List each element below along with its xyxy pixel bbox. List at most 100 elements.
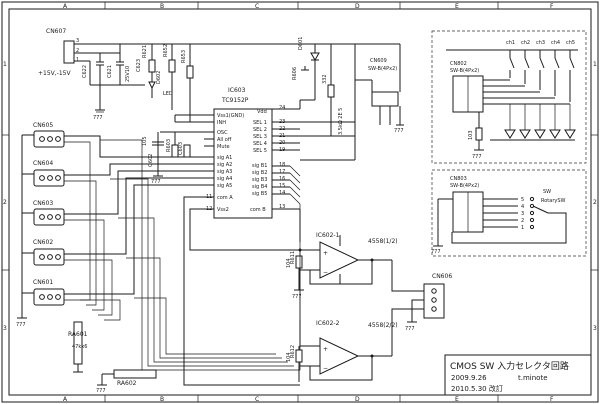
ic603-pin-l3: All off xyxy=(217,137,232,143)
r612-value: 104 xyxy=(286,352,292,362)
c622-label: C622 xyxy=(82,65,88,78)
r606-label: R606 xyxy=(292,67,298,80)
r611-label: R611 xyxy=(290,251,296,264)
title-block: CMOS SW 入力セレクタ回路 2009.9.26 t.minote 2010… xyxy=(444,354,592,396)
c105-label: 105 xyxy=(142,136,148,146)
r612-label: R612 xyxy=(290,345,296,358)
led-text: LED xyxy=(163,91,173,97)
ic603-pinnum-r8: 16 xyxy=(279,176,285,182)
ch-switches xyxy=(509,50,575,102)
grid-row-2: 2 xyxy=(3,199,7,206)
grid-top: A B C D E F xyxy=(63,2,554,10)
ic603-pin-r6: sig B1 xyxy=(252,163,267,169)
sw-board-1: CN802 SW-B(4Px2) ch1 ch2 ch3 ch4 ch5 xyxy=(431,30,587,164)
d601-label: D601 xyxy=(298,37,304,50)
ic603-pin-l8: sig A4 xyxy=(217,176,232,182)
r332-label: 332 xyxy=(322,74,328,84)
grid-col-f: F xyxy=(550,3,554,10)
r621-label: R621 xyxy=(142,45,148,58)
grid-col-f-bottom: F xyxy=(550,396,554,403)
ic603-pinnum-r10: 14 xyxy=(279,190,285,196)
ic603-outputs xyxy=(183,196,301,386)
ra602-body xyxy=(113,369,157,379)
grid-col-b: B xyxy=(160,3,164,10)
cn603: CN603 xyxy=(33,200,65,226)
ra601-label: RA601 xyxy=(68,331,88,338)
grid-col-b-bottom: B xyxy=(160,396,164,403)
rotary-sw-label: RotarySW xyxy=(541,198,566,204)
ic603-pinnum-r11: 13 xyxy=(279,204,285,210)
ic603-pin-l11: Vss2 xyxy=(217,207,229,213)
ic603-pin-l9: sig A5 xyxy=(217,183,232,189)
sw-board-1-outline xyxy=(431,30,587,164)
cn602-label: CN602 xyxy=(33,239,53,246)
rot-pos-5: 5 xyxy=(521,197,524,203)
ch2-label: ch2 xyxy=(521,40,530,46)
output-connector: CN606 777 xyxy=(391,260,452,356)
title-text: CMOS SW 入力セレクタ回路 xyxy=(450,360,569,372)
ic603-pin-r4: SEL 4 xyxy=(253,141,267,147)
ic603-pinnum-r0: 24 xyxy=(279,105,285,111)
opamp-2-triangle xyxy=(319,337,360,375)
ch1-label: ch1 xyxy=(506,40,515,46)
svg-text:2: 2 xyxy=(76,48,79,54)
ic603-pin-r5: SEL 5 xyxy=(253,148,267,154)
ic603-pin-r1: SEL 1 xyxy=(253,120,267,126)
ic603-pinnum-r7: 17 xyxy=(279,169,285,175)
ic603-pin-r8: sig B3 xyxy=(252,177,267,183)
cn604: CN604 xyxy=(33,160,65,187)
cn606-label: CN606 xyxy=(432,273,452,280)
ic603-part: TC9152P xyxy=(221,97,249,104)
cn602: CN602 xyxy=(33,239,65,266)
resistor-arrays: RA601 47kx6 RA602 777 xyxy=(68,321,157,394)
grid-col-a-bottom: A xyxy=(63,396,68,403)
gnd-inputs: 777 xyxy=(16,322,26,328)
r652-label: R652 xyxy=(163,44,169,57)
rotary-switch: 5 4 3 2 1 xyxy=(451,196,567,244)
c-value-label: 3.5kΩ 2E 5 xyxy=(338,108,344,135)
c621-label: C621 xyxy=(107,65,113,78)
ic603-pin-l5: sig A1 xyxy=(217,155,232,161)
r611-value: 104 xyxy=(286,258,292,268)
title-date: 2009.9.26 xyxy=(451,374,487,382)
osc-section: R603 C603 105 777 Q602 xyxy=(142,114,204,185)
ic603: IC603 TC9152P Vss1(GND) INH OSC All off … xyxy=(192,87,356,219)
ic603-pin-r9: sig B4 xyxy=(252,184,267,190)
q602-label: Q602 xyxy=(148,154,154,167)
svg-text:−: − xyxy=(323,269,328,276)
cn607-label: CN607 xyxy=(46,28,66,35)
inner-frame xyxy=(8,8,592,396)
rot-pos-1: 1 xyxy=(521,225,524,231)
cap-value-label: 25V10 xyxy=(125,66,131,82)
ic603-pin-r3: SEL 3 xyxy=(253,134,267,140)
ch5-label: ch5 xyxy=(566,40,575,46)
cn607-connector xyxy=(63,40,75,64)
cn605: CN605 xyxy=(33,122,65,148)
cn803-type: SW-B(4Px2) xyxy=(450,183,479,189)
ra602-label: RA602 xyxy=(117,380,137,387)
gnd-cn606: 777 xyxy=(405,326,415,332)
ic603-pinnum-r6: 18 xyxy=(279,162,285,168)
opamp-2: + − IC602-2 4558(2/2) R612 104 xyxy=(286,250,398,382)
ic603-pin-l2: OSC xyxy=(217,130,228,136)
cn601: CN601 xyxy=(33,279,65,306)
ch4-label: ch4 xyxy=(551,40,560,46)
grid-col-d-bottom: D xyxy=(355,396,360,403)
ic603-pin-l0: Vss1(GND) xyxy=(217,113,244,119)
ic603-pin-l10: com A xyxy=(217,195,233,201)
gnd-cn609: 777 xyxy=(394,128,404,134)
grid-col-c: C xyxy=(255,3,259,10)
sw-label: SW xyxy=(543,189,551,195)
gnd-osc: 777 xyxy=(151,179,161,185)
top-right-parts: D601 R606 332 3.5kΩ 2E 5 CN609 SW-B(4Px2… xyxy=(292,37,404,136)
ic603-body xyxy=(213,108,273,219)
d602-label: D602 xyxy=(156,71,162,84)
r653-label: R653 xyxy=(181,50,187,63)
rot-pos-3: 3 xyxy=(521,211,524,217)
grid-col-a: A xyxy=(63,3,68,10)
grid-col-c-bottom: C xyxy=(255,396,259,403)
cn802-type: SW-B(4Px2) xyxy=(450,68,479,74)
